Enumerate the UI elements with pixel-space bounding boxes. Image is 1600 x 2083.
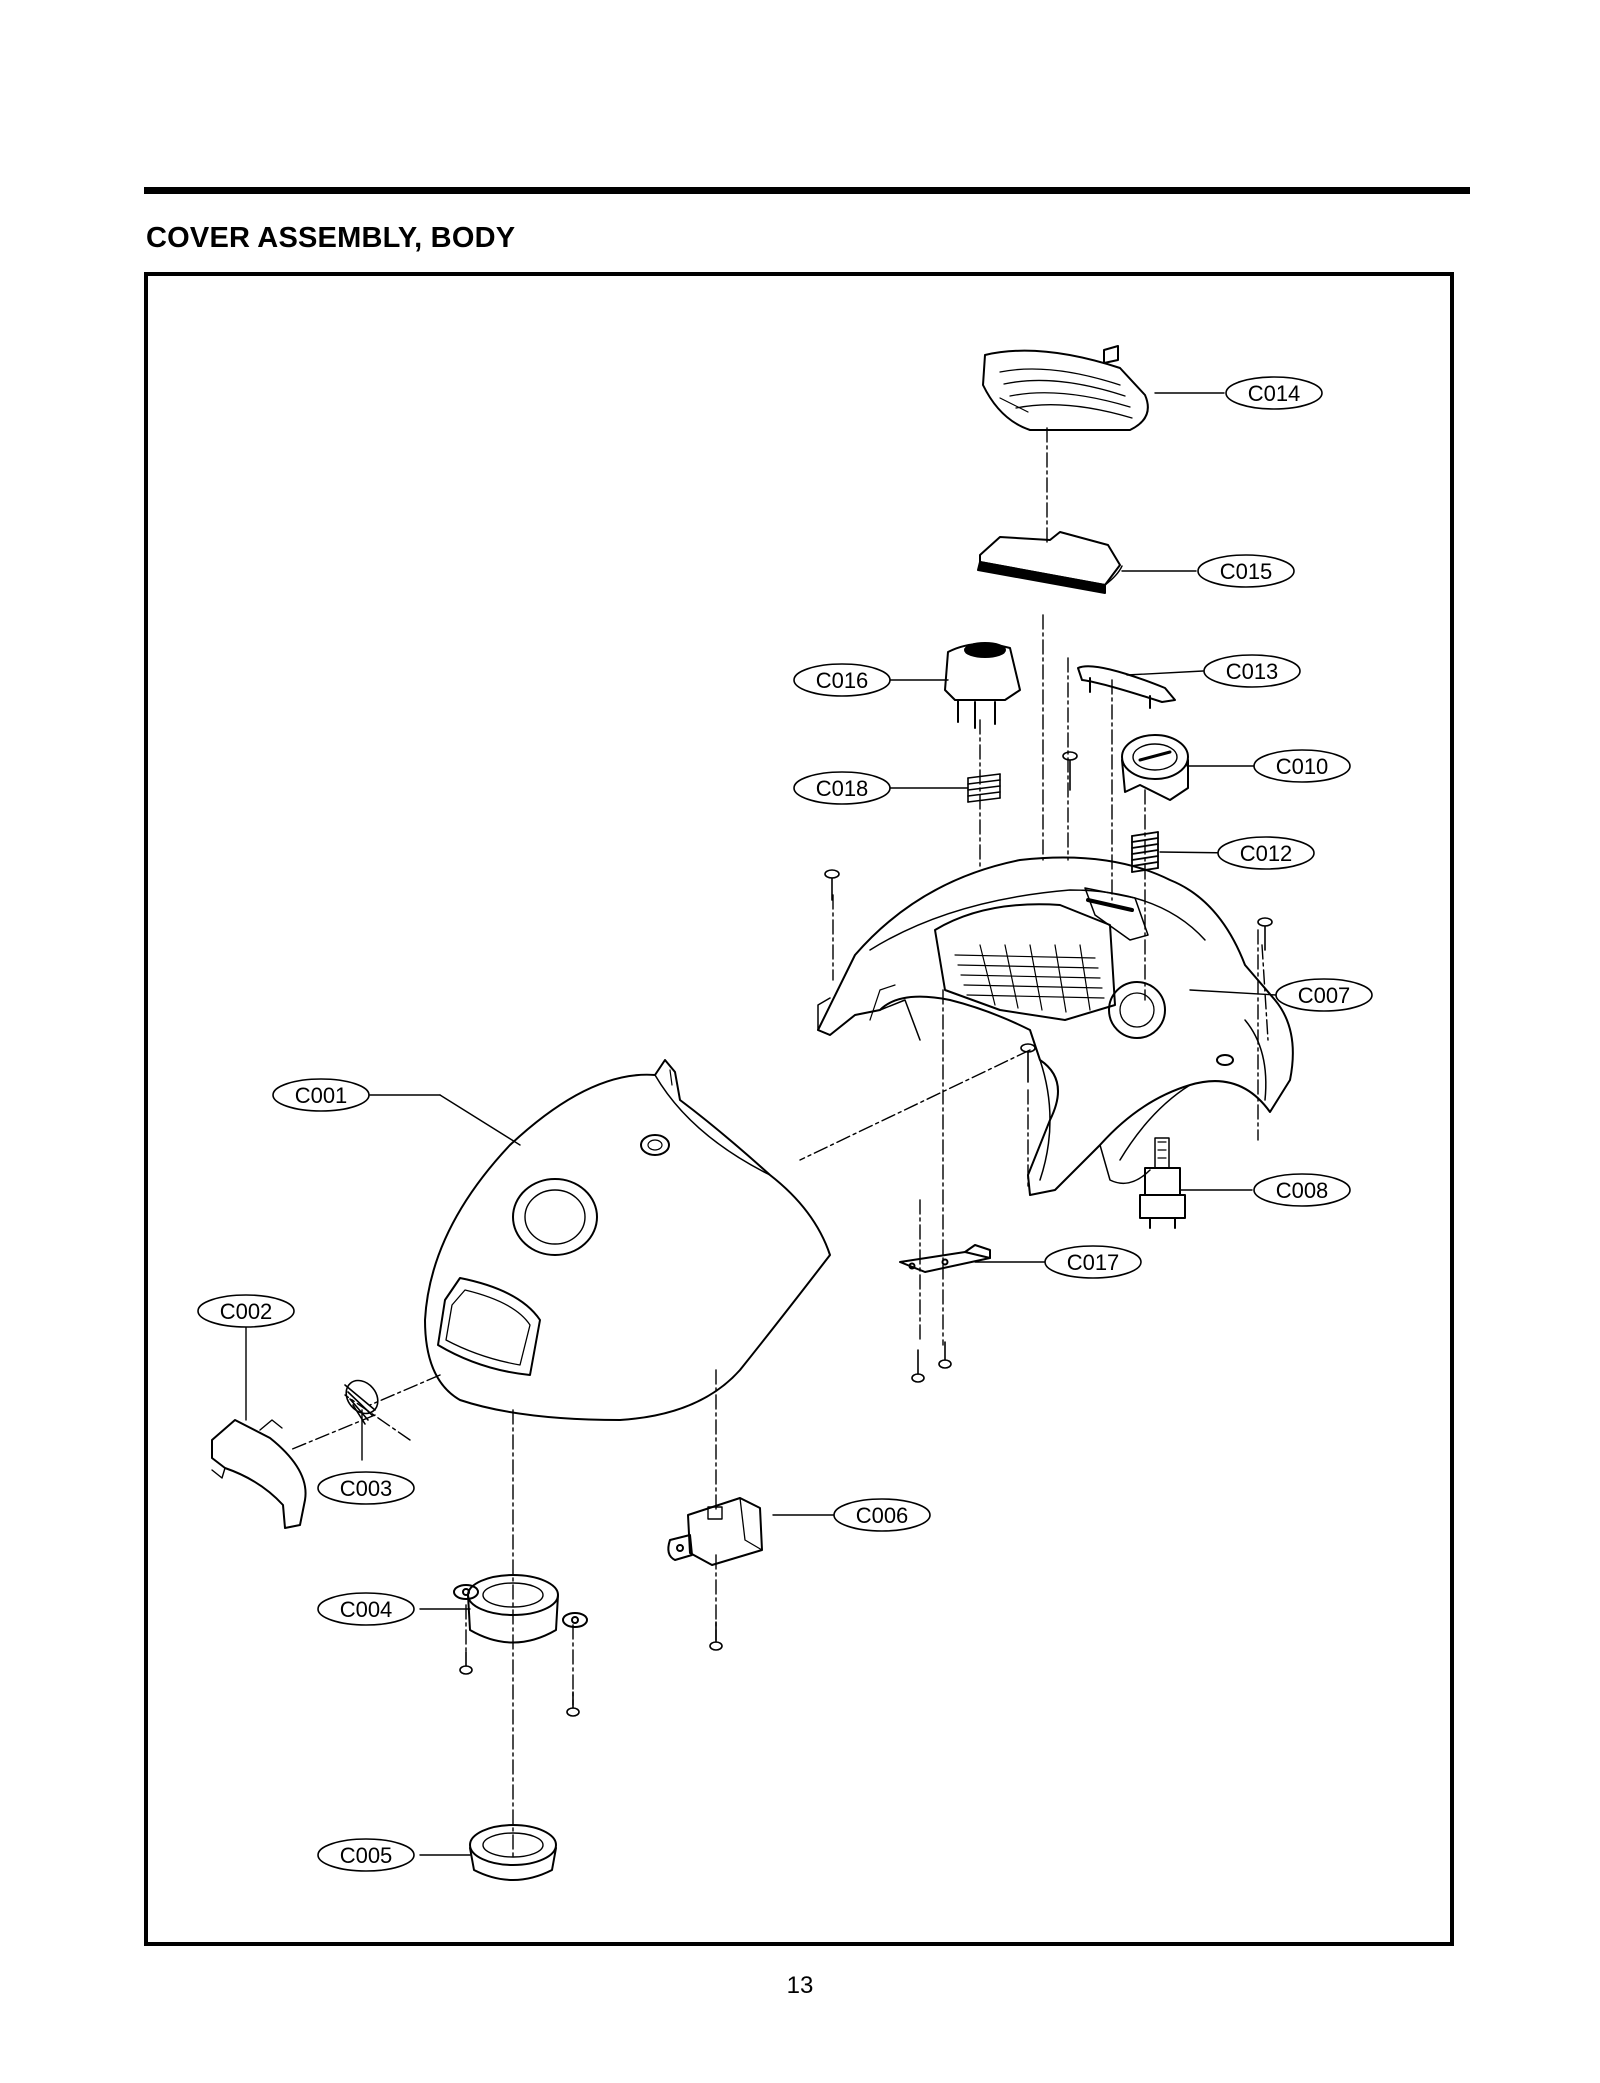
callout-c018: C018 [793, 771, 891, 805]
callout-c002: C002 [197, 1294, 295, 1328]
callout-c006-label: C006 [856, 1503, 909, 1528]
callout-c007: C007 [1275, 978, 1373, 1012]
part-c007-body-frame [817, 856, 1294, 1196]
diagram-frame [144, 272, 1454, 1946]
callout-c001-label: C001 [295, 1083, 348, 1108]
callout-c015-label: C015 [1220, 559, 1273, 584]
callout-c002-label: C002 [220, 1299, 273, 1324]
callout-c006: C006 [833, 1498, 931, 1532]
callout-c004-label: C004 [340, 1597, 393, 1622]
callout-c008-label: C008 [1276, 1178, 1329, 1203]
part-c001-front-cover [424, 1059, 831, 1421]
callout-c012: C012 [1217, 836, 1315, 870]
callout-c004: C004 [317, 1592, 415, 1626]
part-c014-grille-cover [982, 345, 1149, 431]
callout-leaders [245, 392, 1277, 1856]
callout-c014-label: C014 [1248, 381, 1301, 406]
part-c016-knob [944, 642, 1021, 729]
callout-c003-label: C003 [340, 1476, 393, 1501]
part-c008-switch [1139, 1137, 1186, 1229]
part-c017-bracket [899, 1244, 991, 1273]
callout-c008: C008 [1253, 1173, 1351, 1207]
callout-c001: C001 [272, 1078, 370, 1112]
callout-c013-label: C013 [1226, 659, 1279, 684]
callout-c016: C016 [793, 663, 891, 697]
callout-c016-label: C016 [816, 668, 869, 693]
callout-c013: C013 [1203, 654, 1301, 688]
callout-c017: C017 [1044, 1245, 1142, 1279]
assembly-lines [289, 427, 1269, 1861]
part-c010-dial [1121, 734, 1189, 801]
page-number: 13 [786, 1972, 814, 1999]
callout-c014: C014 [1225, 376, 1323, 410]
callout-c003: C003 [317, 1471, 415, 1505]
part-c015-filter [977, 531, 1123, 594]
callout-c005: C005 [317, 1838, 415, 1872]
page-title: COVER ASSEMBLY, BODY [146, 222, 516, 254]
part-c013-latch-lever [1077, 665, 1176, 709]
callout-c017-label: C017 [1067, 1250, 1120, 1275]
header-rule [144, 187, 1470, 194]
part-c012-spring [1131, 831, 1159, 873]
callout-c005-label: C005 [340, 1843, 393, 1868]
callout-c018-label: C018 [816, 776, 869, 801]
part-c004-ring [453, 1574, 588, 1644]
callout-c015: C015 [1197, 554, 1295, 588]
part-c006-socket [667, 1497, 763, 1566]
callout-c010: C010 [1253, 749, 1351, 783]
callout-c012-label: C012 [1240, 841, 1293, 866]
part-c018-spring [967, 773, 1001, 803]
part-c002-handle-latch [211, 1419, 307, 1529]
part-c003-conical-spring [344, 1379, 379, 1425]
screws [459, 751, 1273, 1717]
callout-c010-label: C010 [1276, 754, 1329, 779]
part-c005-bottom-ring [469, 1824, 557, 1881]
callout-c007-label: C007 [1298, 983, 1351, 1008]
